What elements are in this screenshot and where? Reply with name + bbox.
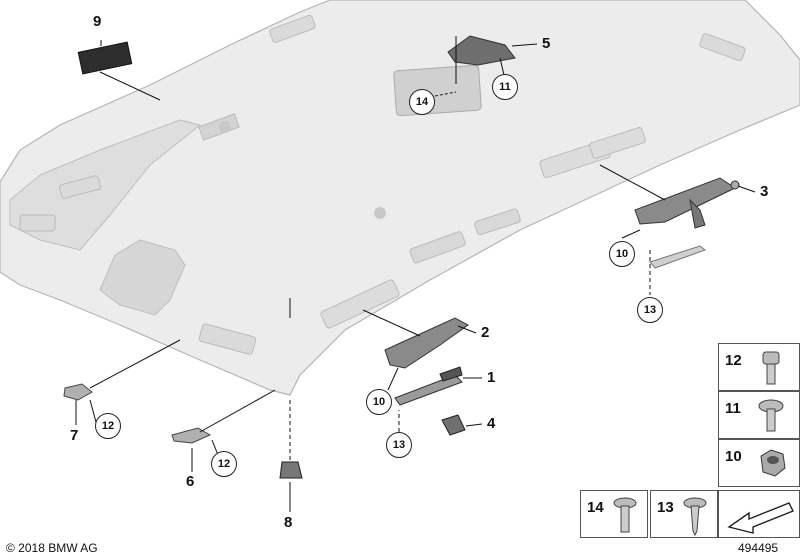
- part-8-clip: [279, 461, 303, 479]
- screw-13-icon: [683, 497, 707, 537]
- circle-callout-11: 11: [492, 74, 518, 100]
- part-7-bracket: [63, 383, 93, 401]
- callout-6: 6: [186, 473, 195, 490]
- callout-8: 8: [284, 514, 293, 531]
- callout-5: 5: [542, 35, 551, 52]
- legend-box-10: 10: [718, 439, 800, 487]
- callout-4: 4: [487, 415, 496, 432]
- circle-callout-12-left: 12: [95, 413, 121, 439]
- legend-box-14: 14: [580, 490, 648, 538]
- legend-number-14: 14: [587, 499, 604, 516]
- part-3-assembly: [634, 177, 740, 269]
- headliner-panel: [0, 0, 800, 396]
- circle-callout-13-left: 13: [386, 432, 412, 458]
- legend-box-13: 13: [650, 490, 718, 538]
- document-number: 494495: [738, 541, 779, 555]
- screw-11-icon: [758, 399, 784, 432]
- legend-number-12: 12: [725, 352, 742, 369]
- circle-callout-10-left: 10: [366, 389, 392, 415]
- nut-10-icon: [760, 449, 786, 477]
- callout-3: 3: [760, 183, 769, 200]
- callout-2: 2: [481, 324, 490, 341]
- copyright-text: © 2018 BMW AG: [6, 541, 98, 555]
- circle-callout-12-mid: 12: [211, 451, 237, 477]
- leader-lines: [75, 36, 756, 512]
- legend-box-12: 12: [718, 343, 800, 391]
- legend-box-11: 11: [718, 391, 800, 439]
- screw-12-icon: [762, 351, 780, 385]
- callout-9: 9: [93, 13, 102, 30]
- direction-arrow-icon: [727, 502, 794, 534]
- part-5-bracket: [447, 35, 516, 66]
- callout-7: 7: [70, 427, 79, 444]
- screw-14-icon: [613, 497, 637, 533]
- part-6-bracket: [171, 427, 212, 444]
- part-2-assembly: [384, 317, 469, 436]
- legend-number-11: 11: [725, 400, 741, 417]
- circle-callout-13-right: 13: [637, 297, 663, 323]
- circle-callout-10-right: 10: [609, 241, 635, 267]
- callout-1: 1: [487, 369, 496, 386]
- legend-number-10: 10: [725, 448, 742, 465]
- circle-callout-14: 14: [409, 89, 435, 115]
- legend-number-13: 13: [657, 499, 674, 516]
- part-9-pad: [77, 41, 133, 75]
- legend-box-arrow: [718, 490, 800, 538]
